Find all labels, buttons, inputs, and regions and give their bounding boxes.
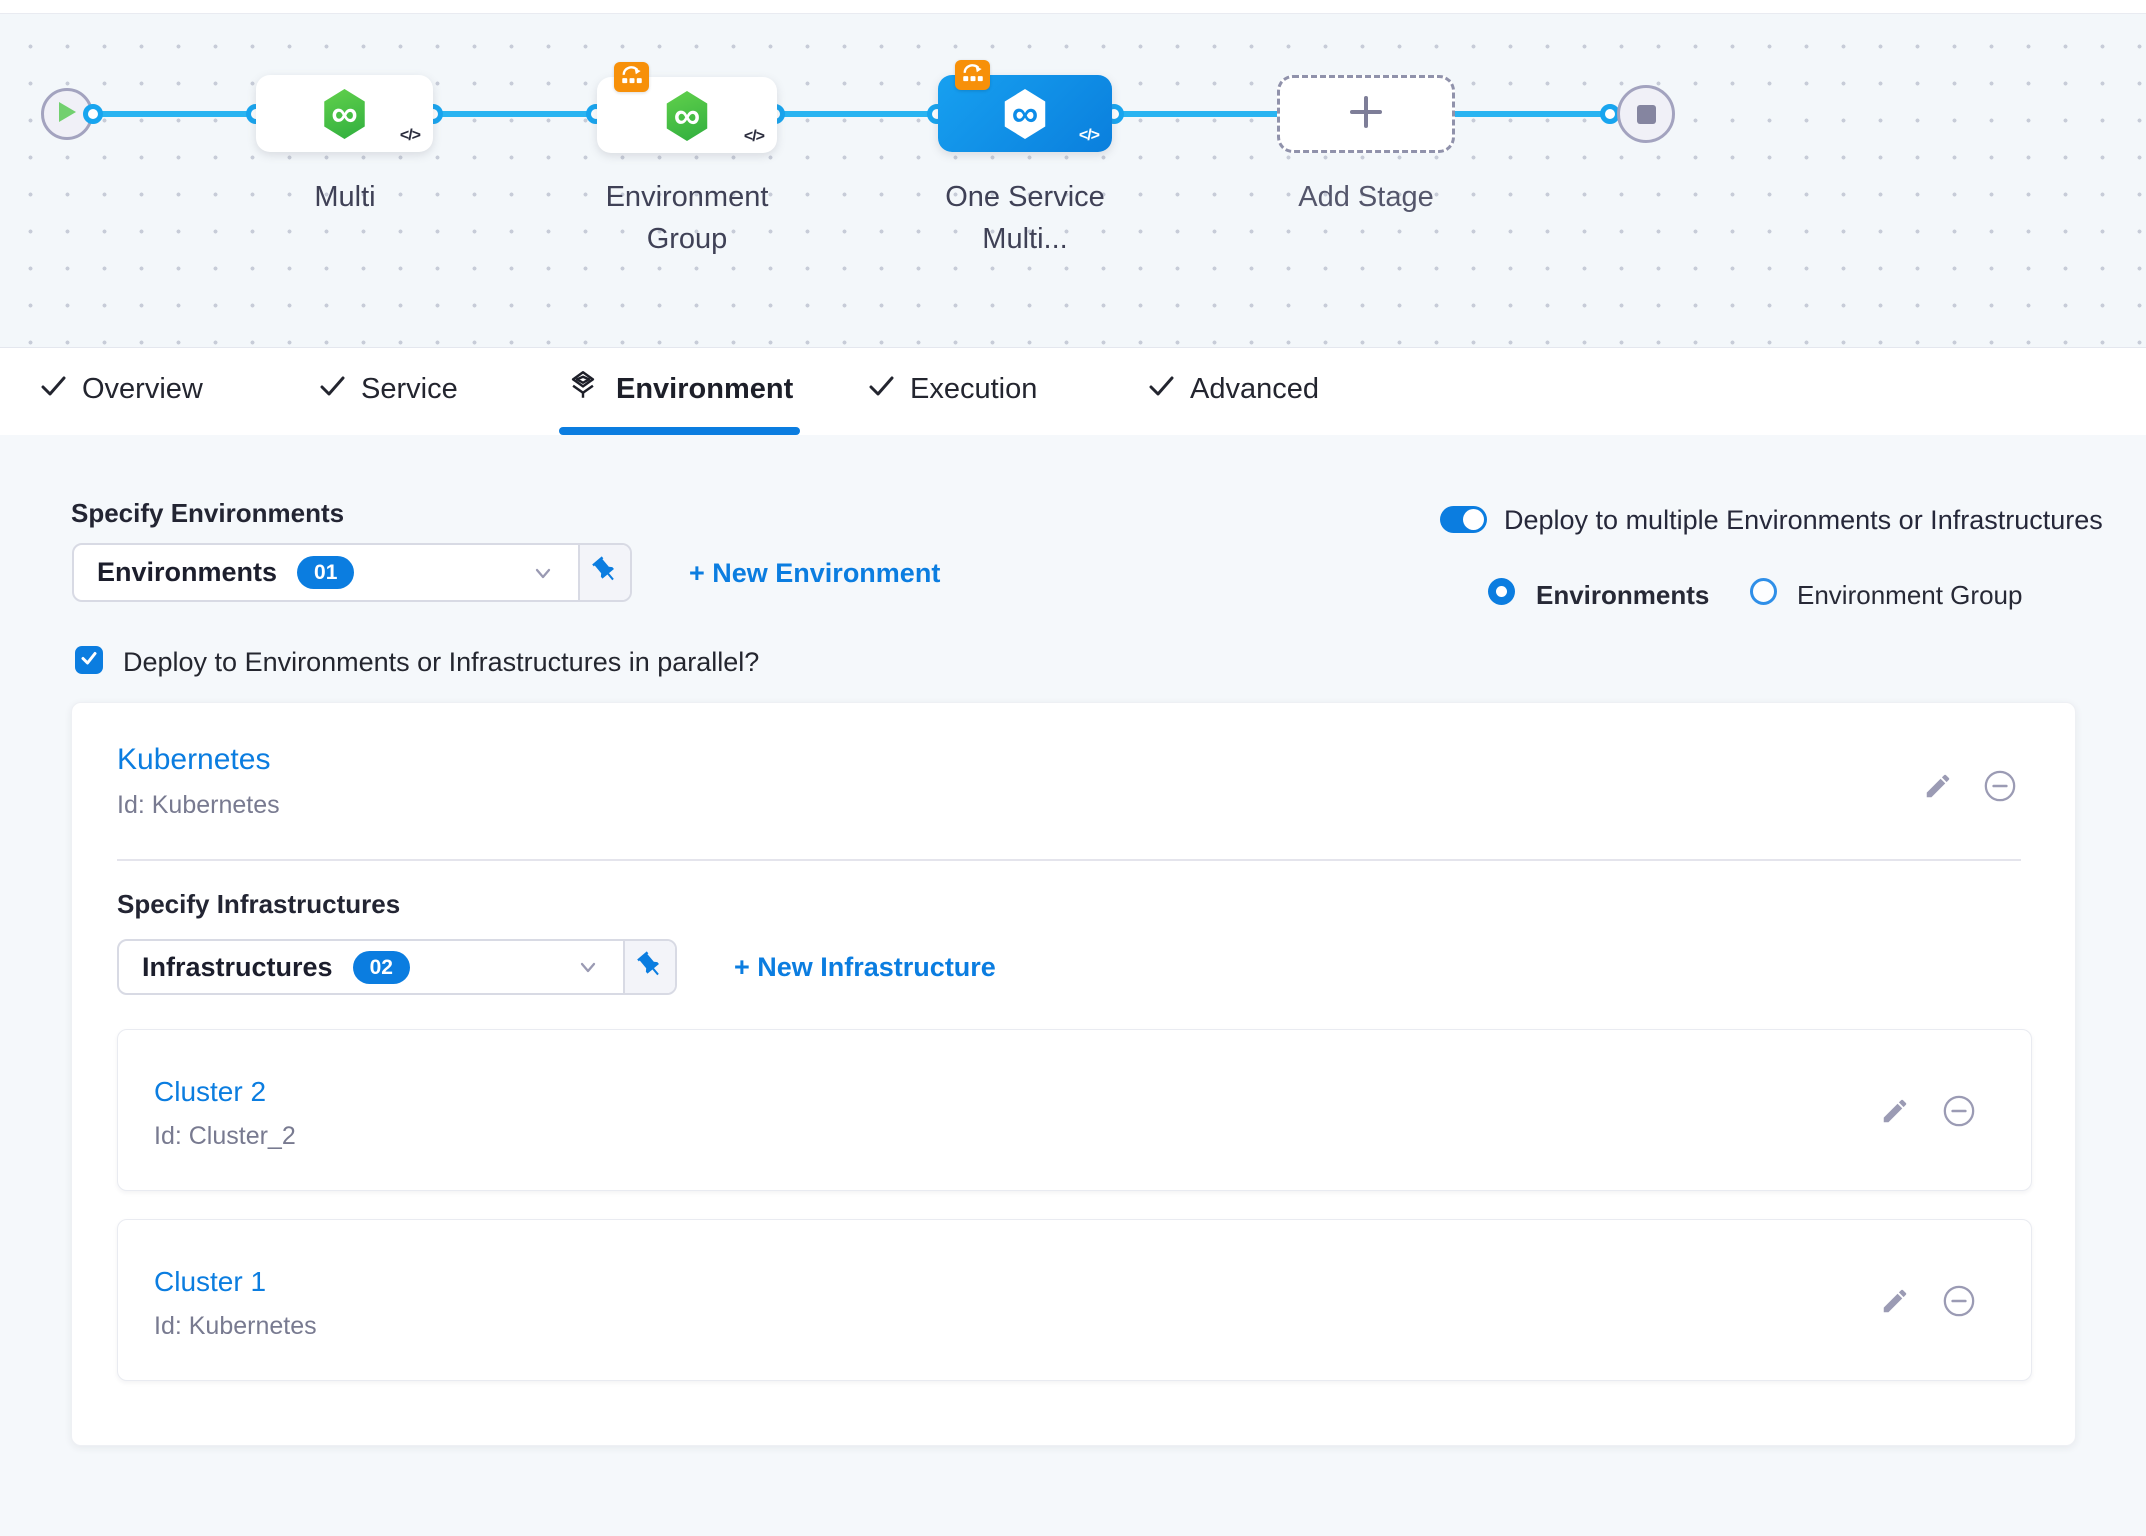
- remove-infrastructure-button[interactable]: [1942, 1094, 1976, 1128]
- parallel-checkbox[interactable]: [75, 646, 103, 674]
- remove-infrastructure-button[interactable]: [1942, 1284, 1976, 1318]
- edit-icon: [1923, 774, 1953, 804]
- rollout-badge-icon: [614, 62, 649, 92]
- environment-card-kubernetes: Kubernetes Id: Kubernetes Specify Infras…: [71, 702, 2076, 1446]
- toggle-knob: [1463, 509, 1484, 530]
- infrastructure-id: Id: Kubernetes: [154, 1312, 317, 1340]
- radio-environment-group-label[interactable]: Environment Group: [1797, 580, 2023, 610]
- infrastructure-title-link[interactable]: Cluster 2: [154, 1076, 267, 1107]
- pin-button[interactable]: [623, 941, 675, 993]
- select-label: Environments: [97, 557, 278, 587]
- stage-tabbar: Overview Service Environment E: [0, 348, 2146, 435]
- pin-button[interactable]: [578, 545, 630, 600]
- environments-select[interactable]: Environments 01: [72, 543, 632, 602]
- connector-dot: [83, 104, 103, 124]
- check-icon: [319, 372, 346, 407]
- tab-label: Execution: [910, 372, 1038, 405]
- environments-count-badge: 01: [297, 556, 355, 589]
- tab-environment[interactable]: Environment: [565, 361, 793, 417]
- stage-label-one-service-multi: One Service Multi...: [945, 181, 1105, 255]
- remove-icon: [1983, 770, 2017, 806]
- infrastructure-title-link[interactable]: Cluster 1: [154, 1266, 267, 1297]
- pipeline-line: [1455, 111, 1610, 117]
- stage-label-environment-group: Environment Group: [605, 181, 769, 255]
- radio-environments-label[interactable]: Environments: [1536, 580, 1710, 610]
- radio-environments[interactable]: [1488, 578, 1515, 605]
- pipeline-line: [93, 111, 256, 117]
- deploy-multiple-toggle-label: Deploy to multiple Environments or Infra…: [1504, 505, 2103, 535]
- edit-infrastructure-button[interactable]: [1880, 1286, 1910, 1316]
- edit-icon: [1880, 1099, 1910, 1129]
- card-divider: [117, 859, 2021, 861]
- infrastructures-count-badge: 02: [352, 950, 410, 984]
- harness-cd-icon: ∞: [1004, 89, 1046, 139]
- new-environment-link[interactable]: + New Environment: [689, 558, 941, 588]
- tab-label: Environment: [616, 372, 794, 405]
- environment-layers-icon: [565, 368, 601, 410]
- environments-select-value[interactable]: Environments 01: [74, 545, 578, 600]
- infrastructure-id: Id: Cluster_2: [154, 1122, 296, 1150]
- check-icon: [40, 372, 67, 407]
- checkmark-icon: [79, 648, 99, 673]
- top-strip: [0, 0, 2146, 14]
- edit-icon: [1880, 1289, 1910, 1319]
- pipeline-end-node[interactable]: [1617, 85, 1675, 143]
- tab-overview[interactable]: Overview: [40, 361, 203, 417]
- environment-title-link[interactable]: Kubernetes: [117, 743, 271, 776]
- new-infrastructure-link[interactable]: + New Infrastructure: [734, 952, 996, 982]
- check-icon: [1148, 372, 1175, 407]
- specify-environments-heading: Specify Environments: [71, 498, 345, 528]
- stage-node-one-service-multi[interactable]: ∞ </>: [938, 60, 1112, 152]
- environment-id: Id: Kubernetes: [117, 791, 280, 819]
- pipeline-canvas[interactable]: ∞ </> Multi ∞ </> Environment Group: [0, 14, 2146, 348]
- remove-icon: [1942, 1095, 1976, 1131]
- infrastructure-card-cluster-2: Cluster 2 Id: Cluster_2: [117, 1029, 2032, 1191]
- infrastructure-card-cluster-1: Cluster 1 Id: Kubernetes: [117, 1219, 2032, 1381]
- pin-icon: [590, 555, 620, 590]
- code-icon[interactable]: </>: [399, 127, 421, 144]
- play-icon: [56, 100, 78, 129]
- remove-environment-button[interactable]: [1983, 769, 2017, 803]
- edit-infrastructure-button[interactable]: [1880, 1096, 1910, 1126]
- stage-node-environment-group[interactable]: ∞ </>: [597, 62, 777, 153]
- pipeline-line: [1114, 111, 1277, 117]
- harness-cd-icon: ∞: [666, 91, 708, 141]
- tab-label: Overview: [82, 372, 203, 405]
- add-stage-label: Add Stage: [1298, 181, 1434, 213]
- infrastructures-select-value[interactable]: Infrastructures 02: [119, 941, 623, 993]
- deploy-multiple-toggle[interactable]: [1440, 506, 1487, 533]
- plus-icon: [1347, 93, 1385, 136]
- stage-node-multi[interactable]: ∞ </>: [256, 75, 433, 152]
- radio-environment-group[interactable]: [1750, 578, 1777, 605]
- environment-tab-content: Specify Environments Environments 01 + N…: [0, 435, 2146, 1536]
- parallel-checkbox-label: Deploy to Environments or Infrastructure…: [123, 647, 760, 677]
- infrastructures-select[interactable]: Infrastructures 02: [117, 939, 677, 995]
- chevron-down-icon: [576, 955, 600, 979]
- tab-advanced[interactable]: Advanced: [1148, 361, 1319, 417]
- remove-icon: [1942, 1285, 1976, 1321]
- stop-icon: [1636, 104, 1656, 124]
- rollout-badge-icon: [955, 60, 990, 90]
- harness-cd-icon: ∞: [324, 89, 365, 139]
- pipeline-line: [433, 111, 596, 117]
- add-stage-button[interactable]: [1277, 75, 1455, 153]
- pin-icon: [635, 950, 665, 985]
- check-icon: [868, 372, 895, 407]
- tab-execution[interactable]: Execution: [868, 361, 1037, 417]
- stage-label-multi: Multi: [314, 181, 376, 213]
- code-icon[interactable]: </>: [1078, 127, 1100, 144]
- tab-label: Service: [361, 372, 458, 405]
- tab-service[interactable]: Service: [319, 361, 458, 417]
- code-icon[interactable]: </>: [743, 128, 765, 145]
- edit-environment-button[interactable]: [1923, 771, 1953, 801]
- active-tab-indicator: [559, 427, 800, 435]
- specify-infrastructures-heading: Specify Infrastructures: [117, 889, 401, 919]
- chevron-down-icon: [531, 561, 555, 585]
- select-label: Infrastructures: [142, 951, 333, 982]
- tab-label: Advanced: [1190, 372, 1319, 405]
- pipeline-line: [775, 111, 937, 117]
